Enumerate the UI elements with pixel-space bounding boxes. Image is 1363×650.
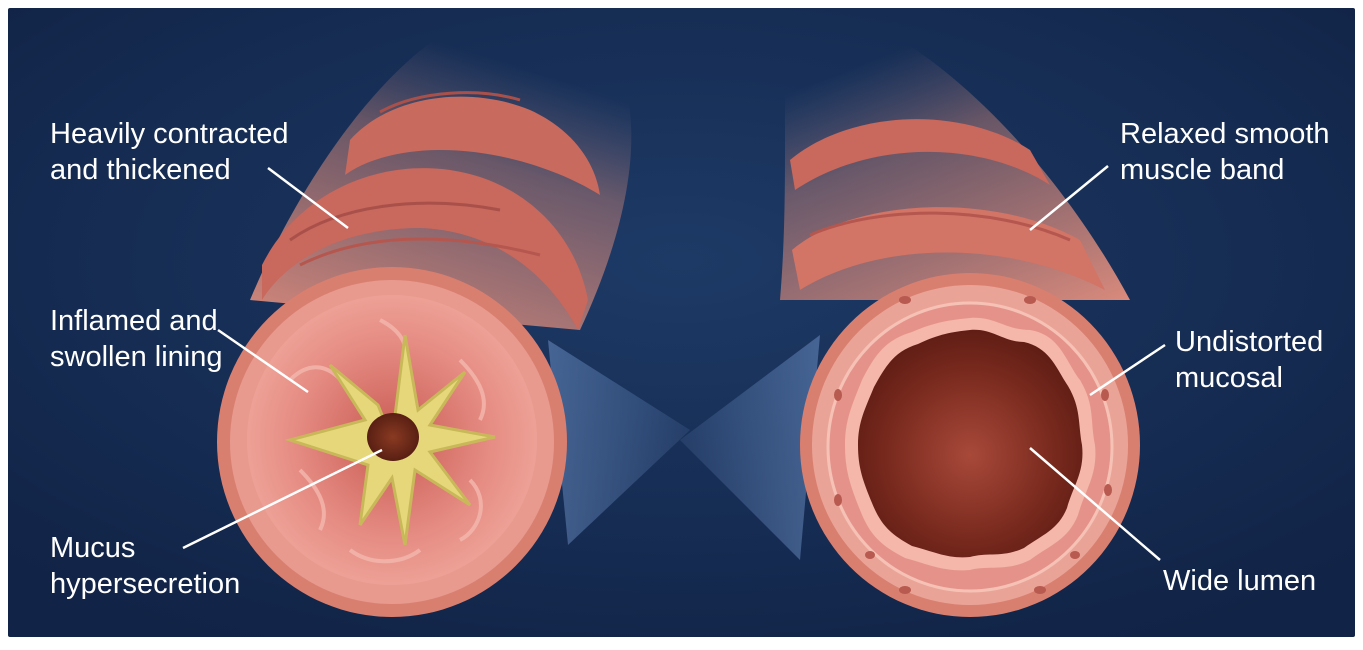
label-wide-lumen: Wide lumen [1163, 563, 1316, 599]
label-mucus-line1: Mucus [50, 530, 240, 566]
label-relaxed-line2: muscle band [1120, 152, 1330, 188]
label-undistorted-line1: Undistorted [1175, 324, 1323, 360]
label-undistorted-line2: mucosal [1175, 360, 1323, 396]
label-inflamed-line2: swollen lining [50, 339, 223, 375]
label-mucus-line2: hypersecretion [50, 566, 240, 602]
label-contracted: Heavily contracted and thickened [50, 116, 289, 188]
wide-lumen [858, 330, 1082, 558]
label-contracted-line2: and thickened [50, 152, 289, 188]
label-undistorted: Undistorted mucosal [1175, 324, 1323, 396]
label-mucus: Mucus hypersecretion [50, 530, 240, 602]
label-inflamed: Inflamed and swollen lining [50, 303, 223, 375]
label-inflamed-line1: Inflamed and [50, 303, 223, 339]
label-contracted-line1: Heavily contracted [50, 116, 289, 152]
label-wide-lumen-line1: Wide lumen [1163, 563, 1316, 599]
label-relaxed-line1: Relaxed smooth [1120, 116, 1330, 152]
label-relaxed: Relaxed smooth muscle band [1120, 116, 1330, 188]
